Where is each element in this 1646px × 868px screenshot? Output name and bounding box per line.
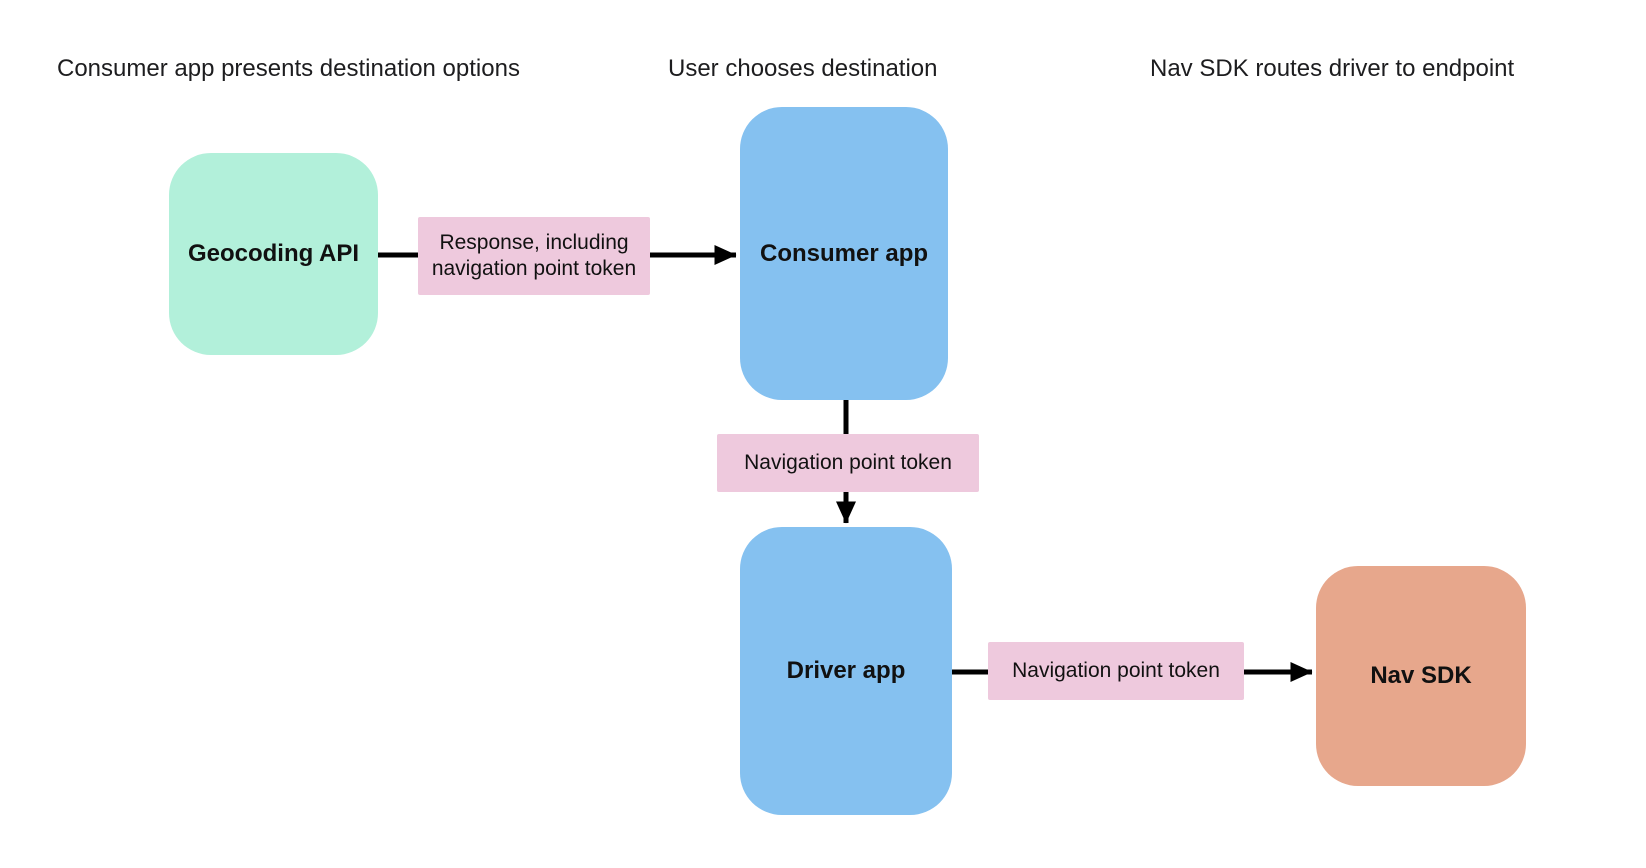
node-consumer-app-label: Consumer app (759, 239, 929, 267)
column-heading-user-chooses: User chooses destination (668, 55, 938, 82)
node-nav-sdk: Nav SDK (1316, 566, 1526, 786)
node-geocoding-api-label: Geocoding API (187, 240, 360, 267)
node-nav-sdk-label: Nav SDK (1370, 662, 1472, 689)
edge-label-token-mid-text: Navigation point token (744, 450, 952, 474)
node-driver-app: Driver app (740, 527, 952, 815)
edge-label-token-low-text: Navigation point token (1012, 658, 1220, 682)
edge-label-response-text: Response, including navigation point tok… (431, 230, 637, 280)
edge-label-navigation-point-token-mid: Navigation point token (717, 434, 979, 492)
column-heading-navsdk-routes: Nav SDK routes driver to endpoint (1150, 55, 1515, 82)
node-driver-app-label: Driver app (786, 657, 906, 684)
edge-label-navigation-point-token-low: Navigation point token (988, 642, 1244, 700)
node-consumer-app: Consumer app (740, 107, 948, 400)
node-geocoding-api: Geocoding API (169, 153, 378, 355)
column-heading-consumer-presents: Consumer app presents destination option… (57, 55, 520, 82)
edge-label-response-including-token: Response, including navigation point tok… (418, 217, 650, 295)
